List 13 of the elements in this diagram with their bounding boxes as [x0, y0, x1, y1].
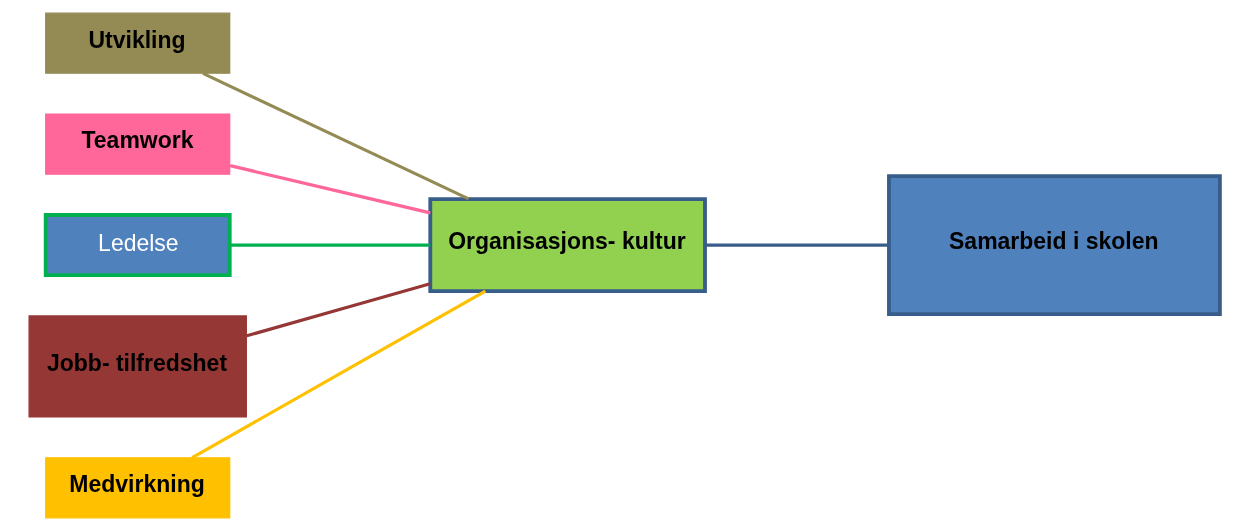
node-box: Utvikling [45, 12, 231, 74]
node-box: Jobb- tilfredshet [28, 315, 247, 418]
node-box: Organisasjons- kultur [428, 197, 707, 293]
node-box: Medvirkning [45, 457, 231, 519]
connector [246, 282, 431, 338]
connector [191, 289, 487, 459]
connector [229, 164, 431, 215]
connector [202, 71, 470, 201]
node-box: Samarbeid i skolen [887, 174, 1222, 316]
connector [230, 243, 431, 247]
node-box: Teamwork [45, 113, 231, 175]
connector [705, 243, 889, 247]
node-box: Ledelse [43, 213, 232, 277]
